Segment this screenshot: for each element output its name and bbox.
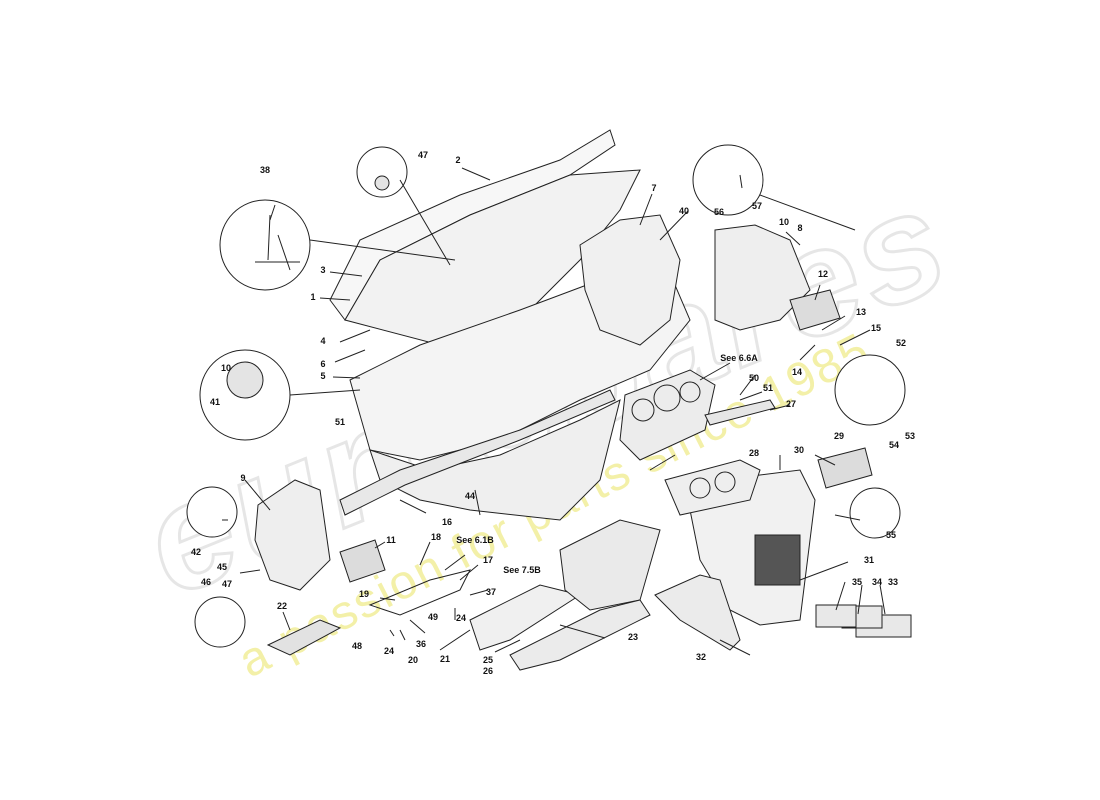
callout-14: 14 [791, 367, 803, 377]
callout-35: 35 [851, 577, 863, 587]
vent-29 [817, 447, 873, 489]
trim-strip [704, 399, 776, 426]
callout-6: 6 [320, 359, 326, 369]
callout-24-right: 24 [455, 613, 467, 623]
instrument-surround [579, 214, 681, 346]
callout-22: 22 [276, 601, 288, 611]
callout-25: 25 [482, 655, 494, 665]
detail-circle-52-54 [834, 354, 906, 426]
callout-31: 31 [863, 555, 875, 565]
callout-1: 1 [310, 292, 316, 302]
callout-24-left: 24 [383, 646, 395, 656]
callout-55: 55 [885, 530, 897, 540]
callout-27: 27 [785, 399, 797, 409]
callout-30: 30 [793, 445, 805, 455]
vent-12 [789, 289, 841, 331]
dash-lower-frame [369, 399, 621, 521]
callout-11: 11 [386, 535, 396, 545]
callout-16: 16 [441, 517, 453, 527]
callout-21: 21 [439, 654, 451, 664]
knee-bolster [509, 599, 651, 671]
callout-41: 41 [209, 397, 221, 407]
callout-56: 56 [713, 207, 725, 217]
callout-3: 3 [320, 265, 326, 275]
vent-11 [339, 539, 386, 583]
ref-see-6-1b: See 6.1B [456, 535, 494, 545]
callout-42: 42 [190, 547, 202, 557]
left-end-panel [254, 479, 331, 591]
instrument-cluster [619, 369, 716, 461]
glovebox [469, 584, 582, 651]
callout-49: 49 [427, 612, 439, 622]
callout-5: 5 [320, 371, 326, 381]
lower-trim-32 [654, 574, 741, 651]
detail-circle-46-47 [194, 596, 246, 648]
callout-20: 20 [407, 655, 419, 665]
callout-9: 9 [240, 473, 246, 483]
callout-54: 54 [888, 440, 900, 450]
callout-29: 29 [833, 431, 845, 441]
detail-circle-47 [356, 146, 408, 198]
callout-53: 53 [904, 431, 916, 441]
airbag-module [559, 519, 661, 611]
callout-47-top: 47 [417, 150, 429, 160]
callout-51-right: 51 [762, 383, 774, 393]
ref-see-7-5b: See 7.5B [503, 565, 541, 575]
bracket-19 [368, 569, 471, 616]
callout-50: 50 [748, 373, 760, 383]
callout-36: 36 [415, 639, 427, 649]
callout-51-left: 51 [334, 417, 346, 427]
callout-34: 34 [871, 577, 883, 587]
callout-46: 46 [200, 577, 212, 587]
cross-car-beam [339, 389, 616, 516]
callout-28: 28 [748, 448, 760, 458]
callout-45: 45 [216, 562, 228, 572]
callout-10-right: 10 [778, 217, 790, 227]
vent-bezel [664, 459, 761, 516]
callout-18: 18 [430, 532, 442, 542]
callout-15: 15 [870, 323, 882, 333]
callout-8: 8 [797, 223, 803, 233]
callout-17: 17 [482, 555, 494, 565]
callout-38: 38 [259, 165, 271, 175]
callout-23: 23 [627, 632, 639, 642]
callout-19: 19 [358, 589, 370, 599]
callout-12: 12 [817, 269, 829, 279]
lower-panel-22 [266, 619, 342, 656]
callout-26: 26 [482, 666, 494, 676]
module-35 [815, 604, 857, 628]
callout-48: 48 [351, 641, 363, 651]
detail-circle-38 [219, 199, 311, 291]
ref-see-6-6a: See 6.6A [720, 353, 758, 363]
callout-4: 4 [320, 336, 326, 346]
detail-circle-55 [849, 487, 901, 539]
callout-7: 7 [651, 183, 657, 193]
callout-47-bottom: 47 [221, 579, 233, 589]
callout-57: 57 [751, 201, 763, 211]
callout-33: 33 [887, 577, 899, 587]
callout-37: 37 [485, 587, 497, 597]
callout-40: 40 [678, 206, 690, 216]
callout-10-left: 10 [220, 363, 232, 373]
callout-2: 2 [455, 155, 461, 165]
callout-13: 13 [855, 307, 867, 317]
detail-circle-56-57 [692, 144, 764, 216]
detail-circle-42 [186, 486, 238, 538]
callout-32: 32 [695, 652, 707, 662]
callout-52: 52 [895, 338, 907, 348]
callout-44: 44 [464, 491, 476, 501]
